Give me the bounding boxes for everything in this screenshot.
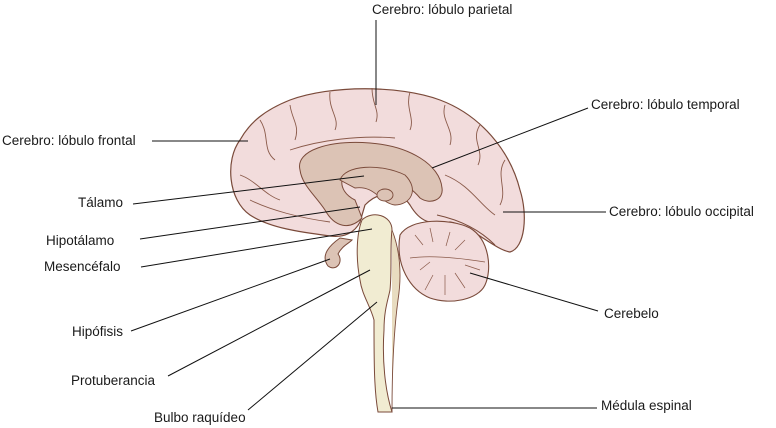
label-cerebelo: Cerebelo <box>604 306 659 321</box>
label-medula: Médula espinal <box>601 398 692 413</box>
label-talamo: Tálamo <box>78 195 124 210</box>
gyri <box>239 87 506 223</box>
label-temporal: Cerebro: lóbulo temporal <box>591 97 740 112</box>
label-hipotalamo: Hipotálamo <box>46 233 115 248</box>
label-hipofisis: Hipófisis <box>72 324 124 339</box>
label-parietal: Cerebro: lóbulo parietal <box>372 2 513 17</box>
pituitary <box>324 237 354 269</box>
label-mesencefalo: Mesencéfalo <box>44 259 121 274</box>
leader-lines <box>130 20 606 411</box>
cerebellum <box>398 214 496 302</box>
label-frontal: Cerebro: lóbulo frontal <box>2 133 136 148</box>
label-protuberancia: Protuberancia <box>71 373 156 388</box>
label-bulbo: Bulbo raquídeo <box>154 410 246 425</box>
label-occipital: Cerebro: lóbulo occipital <box>609 204 754 219</box>
brainstem <box>356 214 393 413</box>
